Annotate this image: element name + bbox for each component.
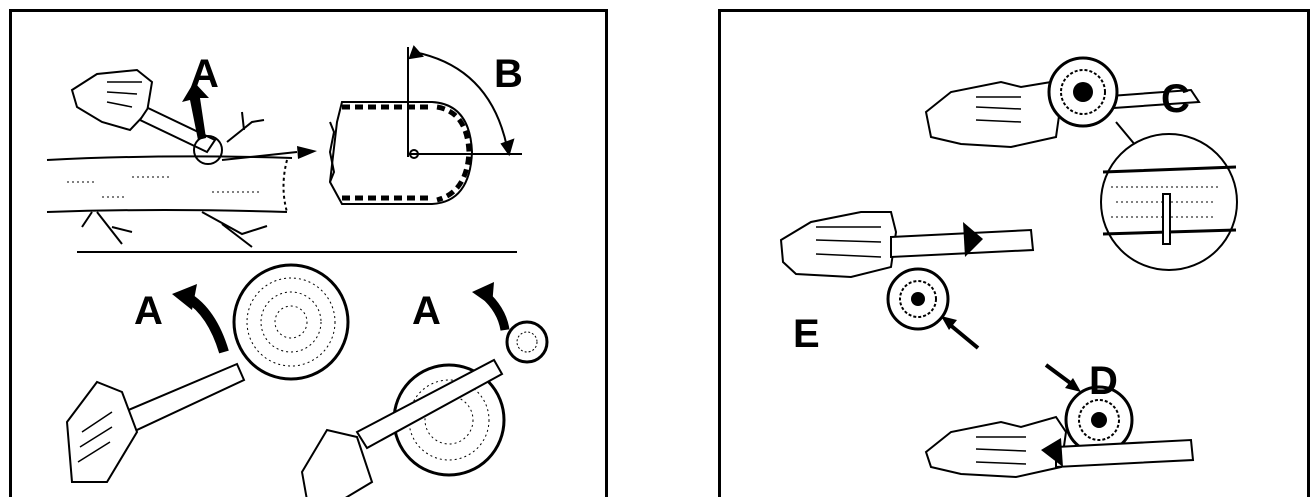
- log-cross-section-c: [1049, 58, 1117, 126]
- curved-arrow-icon: [472, 282, 505, 330]
- diagonal-arrow-icon: [941, 316, 978, 348]
- log-illustration: [47, 156, 292, 247]
- left-illustration-panel: A B A: [9, 9, 608, 497]
- right-panel-drawing: C E D: [721, 12, 1310, 497]
- diagonal-arrow-icon: [1046, 365, 1081, 392]
- magnified-detail-inset: [1101, 134, 1237, 270]
- label-e: E: [793, 312, 820, 356]
- chainsaw-bottom-left: [67, 364, 244, 482]
- right-illustration-panel: C E D: [718, 9, 1310, 497]
- left-panel-drawing: A B A: [12, 12, 608, 497]
- curved-arrow-icon: [172, 284, 224, 352]
- small-log-cross-section: [507, 322, 547, 362]
- branch-icon: [227, 112, 264, 142]
- label-c: C: [1161, 77, 1190, 121]
- label-a-bottom-left: A: [134, 289, 163, 333]
- label-b: B: [494, 52, 523, 96]
- label-d: D: [1089, 359, 1118, 403]
- chainsaw-middle: [781, 212, 1033, 277]
- log-cross-section-e: [888, 269, 948, 329]
- label-a-top: A: [190, 52, 219, 96]
- label-a-bottom-right: A: [412, 289, 441, 333]
- large-log-cross-section: [234, 265, 348, 379]
